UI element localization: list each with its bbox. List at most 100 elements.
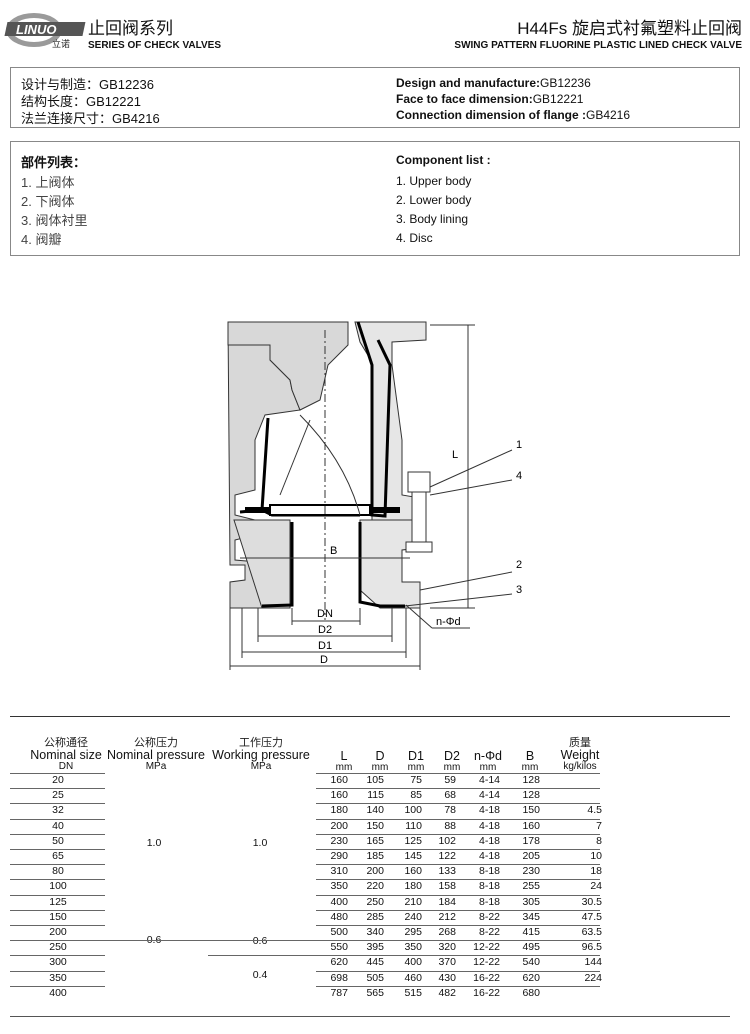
component-cn-4: 4. 阀瓣 [21, 232, 62, 247]
pressure-group-rule [104, 940, 316, 942]
table-cell: 550 [330, 941, 348, 954]
working-group-rule [208, 955, 316, 957]
dim-label-B: B [330, 545, 337, 557]
table-cell: 480 [330, 910, 348, 923]
callout-2: 2 [516, 559, 522, 571]
table-cell: 8-18 [478, 865, 500, 878]
table-cell: 184 [438, 895, 456, 908]
table-cell: 268 [438, 926, 456, 938]
standard-en-2: Face to face dimension:GB12221 [396, 92, 584, 106]
table-cell: 80 [52, 865, 64, 878]
dim-label-D1: D1 [318, 640, 332, 652]
series-title-cn: 止回阀系列 [88, 19, 173, 38]
callout-1: 1 [516, 439, 522, 451]
row-rule [316, 788, 600, 790]
table-cell: 40 [52, 819, 64, 832]
standard-cn-3: 法兰连接尺寸：GB4216 [21, 111, 160, 126]
component-en-4: 4. Disc [396, 231, 433, 245]
table-cell: 460 [404, 971, 422, 984]
header-working-pressure: 工作压力 Working pressure MPa [212, 736, 310, 773]
row-rule [10, 773, 105, 774]
table-cell: 4-18 [478, 819, 500, 832]
table-cell: 295 [404, 926, 422, 938]
dim-label-D: D [320, 654, 328, 666]
table-cell: 12-22 [473, 941, 500, 954]
table-cell: 150 [49, 910, 67, 923]
table-cell: 68 [444, 789, 456, 802]
table-cell: 160 [522, 819, 540, 832]
table-cell: 4-18 [478, 834, 500, 847]
table-cell: 85 [410, 789, 422, 802]
standards-box: 设计与制造：GB12236 结构长度：GB12221 法兰连接尺寸：GB4216… [10, 67, 740, 128]
standard-cn-2: 结构长度：GB12221 [21, 94, 141, 109]
table-cell: 220 [366, 880, 384, 893]
table-cell: 500 [330, 926, 348, 938]
table-cell: 59 [444, 774, 456, 786]
table-cell: 230 [522, 865, 540, 878]
table-cell: 160 [330, 789, 348, 802]
row-rule [316, 803, 600, 805]
table-cell: 230 [330, 834, 348, 847]
table-cell: 240 [404, 910, 422, 923]
table-cell: 395 [366, 941, 384, 954]
table-cell: 8-22 [478, 926, 500, 938]
table-cell: 205 [522, 850, 540, 862]
row-rule [10, 803, 105, 805]
table-cell: 115 [367, 789, 384, 802]
row-rule [10, 894, 105, 896]
table-cell: 305 [522, 895, 540, 908]
callout-4: 4 [516, 470, 522, 482]
table-cell: 16-22 [473, 971, 500, 984]
table-cell: 165 [366, 834, 384, 847]
row-rule [10, 833, 105, 835]
wp-group-3: 0.4 [252, 969, 268, 981]
table-cell: 18 [590, 865, 602, 878]
table-cell: 25 [52, 789, 64, 802]
pn-group-1: 1.0 [146, 837, 162, 849]
component-list-box: 部件列表： 1. 上阀体 2. 下阀体 3. 阀体衬里 4. 阀瓣 Compon… [10, 141, 740, 256]
table-cell: 400 [330, 895, 348, 908]
table-cell: 200 [366, 865, 384, 878]
table-cell: 290 [330, 850, 348, 862]
table-cell: 505 [366, 971, 384, 984]
table-cell: 620 [522, 971, 540, 984]
row-rule [316, 773, 600, 774]
table-cell: 144 [584, 956, 602, 969]
svg-text:LINUO: LINUO [16, 22, 56, 37]
table-cell: 63.5 [581, 926, 602, 938]
row-rule [10, 818, 105, 820]
table-cell: 180 [330, 804, 348, 817]
table-cell: 88 [444, 819, 456, 832]
row-rule [316, 925, 600, 926]
row-rule [10, 864, 105, 866]
table-cell: 4-18 [478, 804, 500, 817]
row-rule [316, 985, 600, 987]
table-cell: 345 [522, 910, 540, 923]
table-cell: 210 [404, 895, 422, 908]
table-cell: 250 [366, 895, 384, 908]
table-cell: 8-18 [478, 880, 500, 893]
wp-group-1: 1.0 [252, 837, 268, 849]
table-cell: 4-18 [478, 850, 500, 862]
table-cell: 320 [438, 941, 456, 954]
row-rule [316, 864, 600, 866]
table-cell: 96.5 [581, 941, 602, 954]
series-title-en: SERIES OF CHECK VALVES [88, 40, 221, 51]
pn-group-2: 0.6 [146, 934, 162, 946]
table-cell: 400 [404, 956, 422, 969]
table-cell: 430 [438, 971, 456, 984]
table-cell: 515 [404, 986, 422, 999]
header-nominal-pressure: 公称压力 Nominal pressure MPa [107, 736, 205, 773]
svg-text:立诺: 立诺 [52, 38, 70, 50]
table-cell: 128 [522, 774, 540, 786]
table-cell: 160 [404, 865, 422, 878]
row-rule [316, 909, 600, 911]
table-cell: 8 [596, 834, 602, 847]
row-rule [316, 818, 600, 820]
component-cn-3: 3. 阀体衬里 [21, 213, 88, 228]
table-cell: 65 [52, 850, 64, 862]
table-cell: 47.5 [581, 910, 602, 923]
table-cell: 787 [330, 986, 348, 999]
